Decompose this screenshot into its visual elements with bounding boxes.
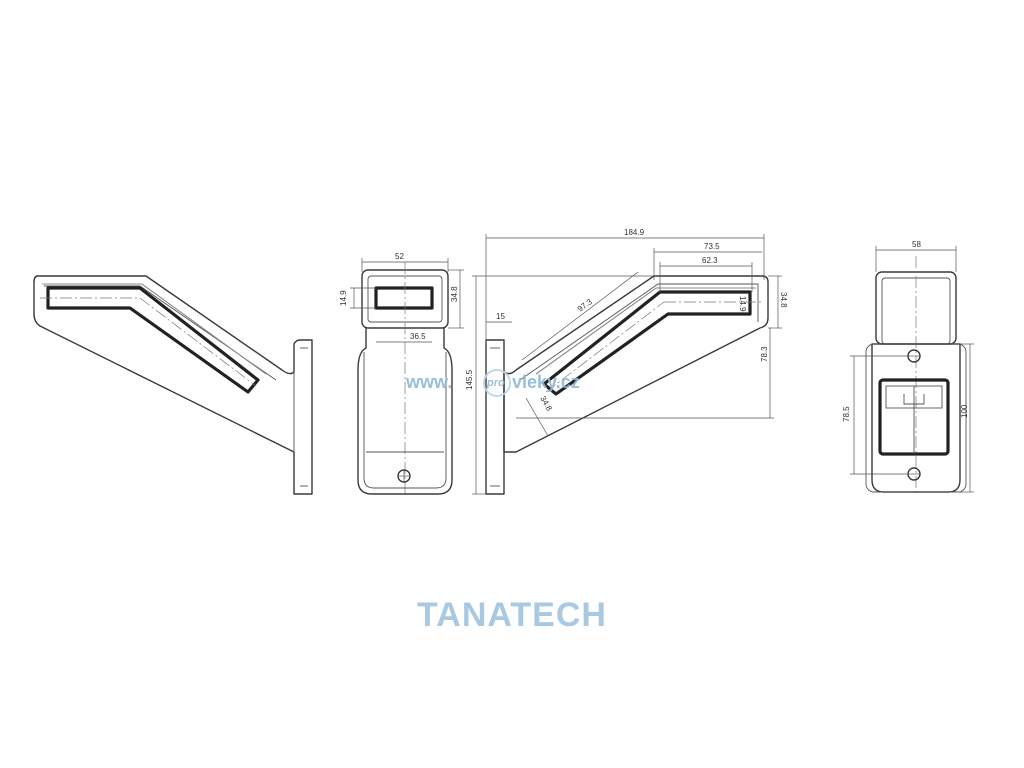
dim-front-lens-height: 14.9 [339,290,348,306]
svg-text:vleky.cz: vleky.cz [512,372,580,392]
dim-total-height: 145.5 [465,369,474,390]
dim-front-width: 52 [395,252,404,261]
left-side-view [33,275,313,495]
dim-right-end-height: 34.8 [779,292,788,308]
dim-base-hole-spacing: 78.5 [842,406,851,422]
website-watermark: www. pro vleky.cz [405,369,580,397]
dim-front-top-height: 34.8 [450,286,459,302]
base-plate-view: 58 78.5 100 [842,240,974,494]
dim-base-height: 100 [960,404,969,418]
dim-top-length: 184.9 [624,228,645,237]
dim-diagonal-length: 97.3 [576,297,594,314]
tanatech-logo: TANATECH [417,596,607,634]
dim-front-lens-width: 36.5 [410,332,426,341]
dim-top-length-3: 62.3 [702,256,718,265]
dim-arm-width: 34.8 [538,395,554,413]
dim-arm-height: 78.3 [760,346,769,362]
dim-top-length-2: 73.5 [704,242,720,251]
dim-base-offset: 15 [496,312,505,321]
svg-text:pro: pro [486,377,505,389]
svg-text:www.: www. [405,372,452,392]
front-view: 52 14.9 34.8 36.5 [339,252,464,495]
dim-right-end-small: 14.9 [738,296,747,312]
right-side-view: 184.9 73.5 62.3 97.3 15 145.5 78.3 34.8 … [465,228,788,495]
dim-base-width: 58 [912,240,921,249]
